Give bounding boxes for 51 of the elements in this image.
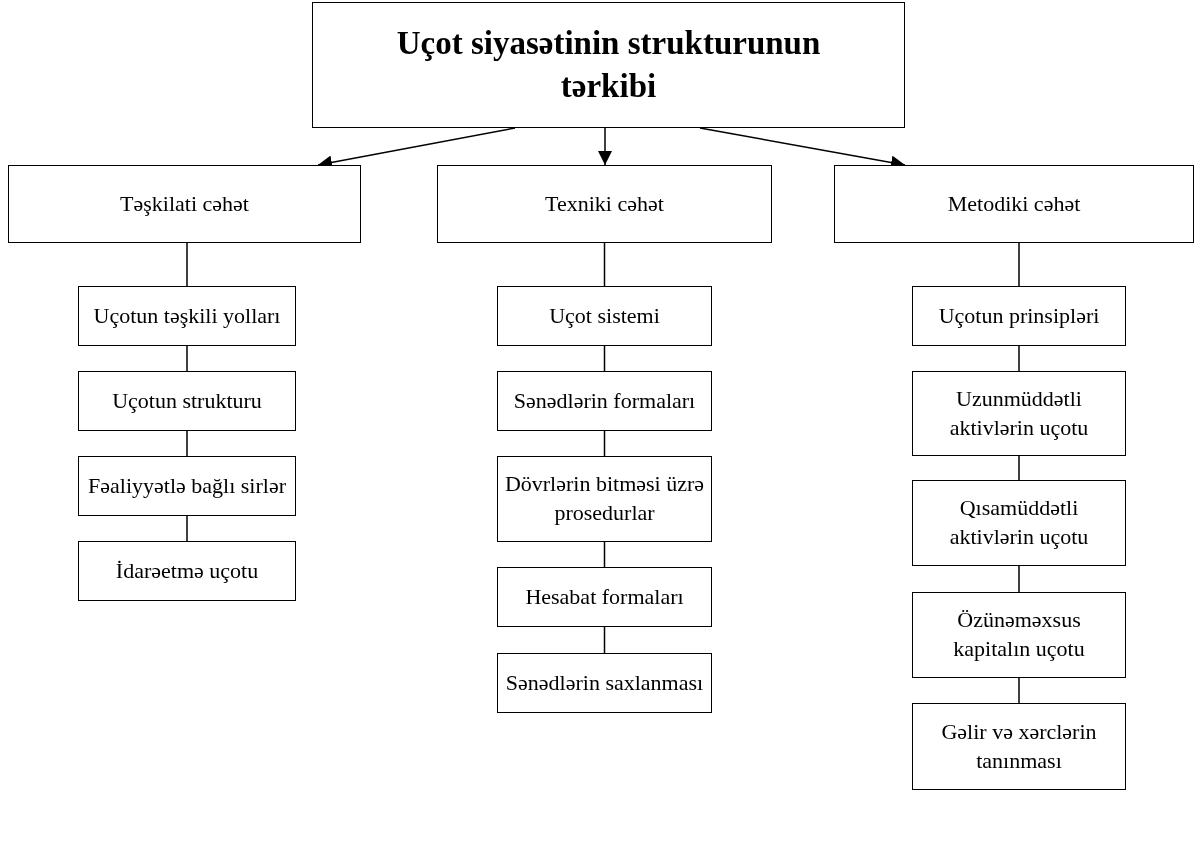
- box-label: Gəlir və xərclərin tanınması: [940, 717, 1098, 775]
- process-box: [912, 703, 1126, 790]
- connector-line: [186, 345, 188, 372]
- connector-line: [1018, 455, 1020, 481]
- box-label: Fəaliyyətlə bağlı sirlər: [88, 471, 286, 500]
- box-label: Özünəməxsus kapitalın uçotu: [952, 606, 1086, 663]
- process-box: [497, 653, 712, 713]
- process-box: [834, 165, 1194, 243]
- box-label: Uçotun prinsipləri: [938, 301, 1100, 330]
- box-label: Uçotun təşkili yolları: [93, 301, 281, 330]
- box-label: Texniki cəhət: [545, 189, 664, 218]
- process-box: [497, 567, 712, 627]
- connector-line: [1018, 677, 1020, 704]
- process-box: [78, 286, 296, 346]
- box-label: Dövrlərin bitməsi üzrə prosedurlar: [504, 470, 705, 527]
- connector-line: [1018, 565, 1020, 593]
- connector-line: [603, 626, 606, 654]
- process-box: [497, 456, 712, 542]
- connector-line: [186, 430, 188, 457]
- box-label: Təşkilati cəhət: [120, 189, 249, 218]
- process-box: [78, 371, 296, 431]
- connector-line: [1018, 345, 1020, 372]
- connector-line: [1018, 242, 1020, 287]
- arrow: [598, 127, 612, 166]
- connector-line: [186, 242, 188, 287]
- connector-line: [186, 515, 188, 542]
- box-label: Qısamüddətli aktivlərin uçotu: [948, 494, 1090, 551]
- box-label: İdarəetmə uçotu: [115, 556, 259, 585]
- box-label: Sənədlərin saxlanması: [505, 668, 704, 697]
- process-box: [912, 371, 1126, 456]
- connector-line: [603, 345, 606, 372]
- heading-label: Uçot siyasətinin strukturunun tərkibi: [395, 24, 822, 106]
- box-label: Uçotun strukturu: [112, 386, 262, 415]
- process-box: [78, 456, 296, 516]
- connector-line: [603, 541, 606, 568]
- process-box: [497, 371, 712, 431]
- process-box: [497, 286, 712, 346]
- process-box: [8, 165, 361, 243]
- box-label: Uzunmüddətli aktivlərin uçotu: [948, 384, 1090, 442]
- process-box: [912, 286, 1126, 346]
- box-label: Metodiki cəhət: [947, 189, 1081, 218]
- process-box: [912, 480, 1126, 566]
- connector-line: [603, 430, 606, 457]
- connector-line: [603, 242, 606, 287]
- process-box: [78, 541, 296, 601]
- box-label: Sənədlərin formaları: [513, 386, 696, 415]
- process-box: [912, 592, 1126, 678]
- box-label: Hesabat formaları: [525, 582, 684, 611]
- box-label: Uçot sistemi: [549, 301, 660, 330]
- process-box: [437, 165, 772, 243]
- title-box: [312, 2, 905, 128]
